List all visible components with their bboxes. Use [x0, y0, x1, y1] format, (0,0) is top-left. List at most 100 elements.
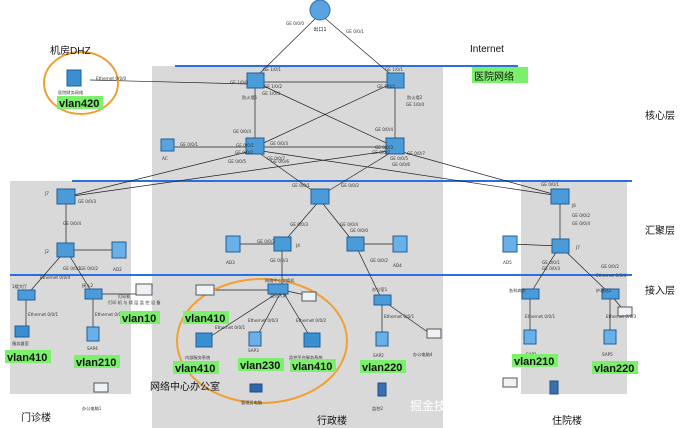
svg-text:Ethernet 0/0/1: Ethernet 0/0/1 — [215, 325, 246, 330]
hospital-network-label: 医院网络 — [474, 70, 514, 83]
pc-icon — [249, 383, 263, 393]
outpatient-label: 门诊楼 — [21, 411, 51, 424]
router-icon: 出口1 — [309, 0, 331, 33]
office-pc4-label: 办公电脑4 — [413, 351, 433, 358]
switch-icon — [56, 242, 75, 258]
vlan-badges: vlan420 vlan410 vlan210 vlan10 vlan410 v… — [5, 96, 638, 375]
access-switch-icon — [17, 289, 36, 301]
printer-icon — [301, 291, 317, 302]
svg-text:GE 0/0/6: GE 0/0/6 — [271, 159, 289, 164]
svg-text:GE 0/0/3: GE 0/0/3 — [78, 199, 96, 204]
mgmt-pc-label: 管理员电脑 — [241, 399, 262, 406]
svg-text:vlan220: vlan220 — [594, 363, 634, 375]
agg-switch-icon — [550, 188, 570, 205]
svg-text:GE 0/0/3: GE 0/0/3 — [270, 141, 288, 146]
server-icon — [66, 69, 82, 87]
svg-text:Ethernet 0/0/1: Ethernet 0/0/1 — [384, 314, 415, 319]
watermark: 掘金技术社区 @ 用户1863690016692 — [410, 398, 625, 413]
access-switch-icon — [521, 288, 540, 300]
inpatient-sw1-label: 各科病房 — [509, 287, 526, 294]
svg-text:vlan410: vlan410 — [185, 313, 225, 325]
laptop-icon — [93, 382, 109, 393]
sap4-label: SAP4 — [87, 346, 98, 351]
svg-text:vlan10: vlan10 — [122, 313, 156, 325]
svg-text:vlan230: vlan230 — [240, 360, 280, 372]
svg-text:vlan220: vlan220 — [362, 362, 402, 374]
switch-icon — [346, 236, 365, 252]
svg-text:GE 0/0/3: GE 0/0/3 — [375, 145, 393, 150]
svg-text:GE 0/0/0: GE 0/0/0 — [286, 21, 304, 26]
svg-text:GE 0/0/4: GE 0/0/4 — [375, 127, 393, 132]
internet-label: Internet — [470, 44, 504, 55]
svg-text:GE 1/0/2: GE 1/0/2 — [264, 84, 282, 89]
ap-icon — [603, 329, 617, 345]
admin-building-label: 行政楼 — [317, 414, 347, 427]
svg-text:vlan210: vlan210 — [514, 356, 554, 368]
svg-text:GE 0/0/3: GE 0/0/3 — [290, 222, 308, 227]
svg-text:GE 0/0/1: GE 0/0/1 — [236, 143, 254, 148]
access-layer-label: 接入层 — [645, 284, 675, 297]
ad5-label: AD5 — [503, 260, 512, 265]
svg-text:GE 0/0/1: GE 0/0/1 — [63, 266, 81, 271]
j4-label: J4 — [295, 243, 300, 248]
svg-text:GE 0/0/2: GE 0/0/2 — [257, 239, 275, 244]
svg-text:GE 0/0/2: GE 0/0/2 — [370, 258, 388, 263]
access-switch-icon — [601, 288, 620, 300]
net-center-switch-label: 网络中心交换机 — [265, 277, 295, 284]
exit-router-label: 出口1 — [313, 26, 326, 33]
svg-text:GE 0/0/2: GE 0/0/2 — [601, 264, 619, 269]
ac-icon — [160, 138, 175, 152]
access-left2-label: 接入2 — [82, 282, 93, 289]
svg-text:Ethernet 0/0/3: Ethernet 0/0/3 — [248, 318, 279, 323]
svg-text:GE 0/0/5: GE 0/0/5 — [390, 156, 408, 161]
svg-text:GE 0/0/4: GE 0/0/4 — [233, 129, 251, 134]
net-link-label: 打印 机 与 楼 层 监 控 设 备 — [108, 299, 161, 306]
access-left-label: 1楼大厅 — [12, 283, 27, 290]
svg-text:GE 1/0/1: GE 1/0/1 — [385, 67, 403, 72]
svg-text:vlan210: vlan210 — [76, 357, 116, 369]
svg-text:GE 0/0/4: GE 0/0/4 — [63, 221, 81, 226]
svg-text:vlan410: vlan410 — [175, 363, 215, 375]
ad2-label: AD2 — [113, 267, 122, 272]
svg-text:GE 0/0/7: GE 0/0/7 — [267, 156, 285, 161]
network-office-ring — [176, 278, 348, 404]
port-labels: GE 0/0/0 GE 0/0/1 Ethernet 0/0/0 GE 1/0/… — [28, 21, 637, 330]
svg-text:Ethernet 0/0/1: Ethernet 0/0/1 — [525, 314, 556, 319]
svg-text:Ethernet 0/0/3: Ethernet 0/0/3 — [606, 314, 637, 319]
ad3-label: AD3 — [226, 260, 235, 265]
svg-text:GE 0/0/2: GE 0/0/2 — [341, 183, 359, 188]
phone2-label: 监控2 — [372, 405, 383, 412]
access-switch-icon — [373, 294, 392, 306]
firewall-icon — [246, 72, 265, 89]
svg-text:GE 0/0/4: GE 0/0/4 — [340, 222, 358, 227]
sap5-label: SAP5 — [602, 352, 613, 357]
core-layer-label: 核心层 — [645, 109, 675, 122]
svg-text:GE 0/0/6: GE 0/0/6 — [392, 162, 410, 167]
svg-text:GE 0/0/5: GE 0/0/5 — [228, 159, 246, 164]
server-icon — [195, 332, 213, 348]
svg-text:Ethernet 0/0/1: Ethernet 0/0/1 — [28, 312, 59, 317]
server-icon — [303, 332, 321, 348]
svg-text:GE 0/0/1: GE 0/0/1 — [542, 260, 560, 265]
j6-label: J6 — [571, 203, 576, 208]
svg-text:vlan410: vlan410 — [292, 361, 332, 373]
svg-text:Ethernet 0/0/4: Ethernet 0/0/4 — [596, 273, 627, 278]
fw1-label: 防火墙1 — [242, 94, 258, 101]
svg-text:GE 0/0/2: GE 0/0/2 — [372, 150, 390, 155]
svg-text:Ethernet 0/0/2: Ethernet 0/0/2 — [95, 312, 126, 317]
sap3-label: SAP3 — [248, 348, 259, 353]
core-switch-icon — [385, 137, 405, 155]
svg-text:GE 0/0/1: GE 0/0/1 — [292, 183, 310, 188]
svg-text:GE 0/0/4: GE 0/0/4 — [572, 221, 590, 226]
ap-icon — [375, 331, 389, 347]
ap-icon — [502, 235, 518, 253]
ap-icon — [392, 235, 408, 253]
svg-text:GE 0/0/2: GE 0/0/2 — [80, 266, 98, 271]
aggregation-layer-label: 汇聚层 — [645, 224, 675, 237]
phone-icon — [549, 380, 559, 395]
j2-label: J2 — [44, 249, 49, 254]
svg-text:Ethernet 0/0/0: Ethernet 0/0/0 — [96, 76, 127, 81]
svg-text:GE 0/0/1: GE 0/0/1 — [346, 29, 364, 34]
